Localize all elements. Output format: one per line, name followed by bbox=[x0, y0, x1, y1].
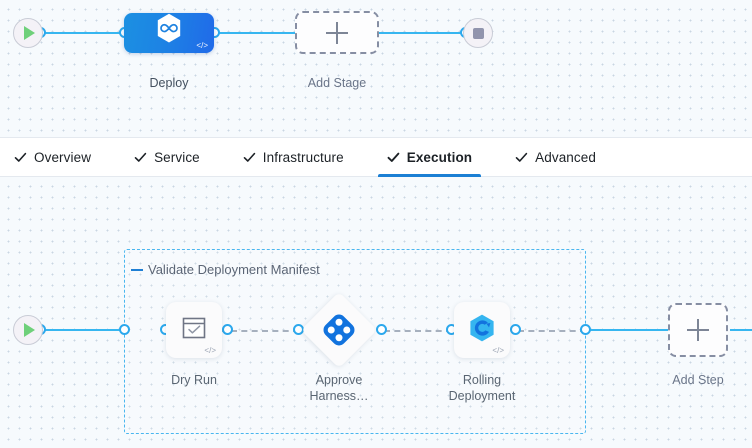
stage-label-deploy: Deploy bbox=[149, 76, 189, 90]
tab-infrastructure[interactable]: Infrastructure bbox=[243, 138, 344, 176]
check-icon bbox=[14, 151, 27, 164]
add-stage-button[interactable] bbox=[295, 11, 379, 54]
approval-diamond-icon bbox=[323, 314, 355, 346]
add-step-label: Add Step bbox=[672, 373, 724, 387]
window-check-icon bbox=[180, 315, 208, 346]
execution-canvas[interactable]: Validate Deployment Manifest </> Dry Run bbox=[0, 177, 752, 448]
port-group-in[interactable] bbox=[119, 324, 130, 335]
edge-group-to-add-step bbox=[588, 329, 668, 331]
execution-start-node[interactable] bbox=[13, 315, 43, 345]
edge-rolling-to-groupout bbox=[518, 330, 586, 332]
edge-add-stage-to-stop bbox=[372, 32, 470, 34]
stage-canvas[interactable]: </> Deploy Add Stage bbox=[0, 0, 752, 137]
check-icon bbox=[243, 151, 256, 164]
step-node-dry-run[interactable]: </> bbox=[166, 302, 222, 358]
step-label-rolling-deployment: Rolling Deployment bbox=[448, 373, 516, 403]
check-icon bbox=[515, 151, 528, 164]
step-group-header[interactable]: Validate Deployment Manifest bbox=[131, 262, 320, 277]
tab-label: Service bbox=[154, 149, 200, 165]
step-label-approve-harness: Approve Harness… bbox=[309, 373, 369, 403]
plus-icon bbox=[326, 21, 348, 44]
check-icon bbox=[134, 151, 147, 164]
rolling-deployment-icon bbox=[467, 313, 497, 348]
stop-square-icon bbox=[472, 27, 484, 39]
add-step-button[interactable] bbox=[668, 303, 728, 357]
edge-dryrun-to-approve bbox=[231, 330, 299, 332]
add-stage-label: Add Stage bbox=[307, 76, 367, 90]
stage-node-deploy[interactable]: </> bbox=[124, 13, 214, 53]
code-mark-icon: </> bbox=[204, 346, 216, 355]
stage-start-node[interactable] bbox=[13, 18, 43, 48]
tab-overview[interactable]: Overview bbox=[14, 138, 91, 176]
tab-label: Overview bbox=[34, 149, 92, 165]
port-group-out[interactable] bbox=[580, 324, 591, 335]
edge-add-step-out bbox=[730, 329, 752, 331]
code-mark-icon: </> bbox=[196, 41, 208, 50]
port-dryrun-out[interactable] bbox=[222, 324, 233, 335]
stage-stop-node[interactable] bbox=[463, 18, 493, 48]
check-icon bbox=[387, 151, 400, 164]
edge-start-to-group bbox=[40, 329, 126, 331]
edge-deploy-to-add-stage bbox=[215, 32, 308, 34]
stage-tab-bar[interactable]: Overview Service Infrastructure Executio… bbox=[0, 137, 752, 177]
minus-icon[interactable] bbox=[131, 268, 143, 271]
tab-advanced[interactable]: Advanced bbox=[515, 138, 596, 176]
edge-approve-to-rolling bbox=[384, 330, 452, 332]
play-icon bbox=[24, 323, 35, 337]
harness-hexagon-infinity-icon bbox=[152, 11, 186, 50]
port-rolling-out[interactable] bbox=[510, 324, 521, 335]
tab-execution[interactable]: Execution bbox=[377, 138, 482, 177]
tab-label: Execution bbox=[406, 149, 473, 165]
tab-service[interactable]: Service bbox=[134, 138, 200, 176]
code-mark-icon: </> bbox=[492, 346, 504, 355]
step-node-rolling-deployment[interactable]: </> bbox=[454, 302, 510, 358]
edge-start-to-deploy bbox=[40, 32, 130, 34]
step-group-title: Validate Deployment Manifest bbox=[148, 262, 320, 277]
plus-icon bbox=[687, 319, 709, 341]
play-icon bbox=[24, 26, 35, 40]
step-label-dry-run: Dry Run bbox=[171, 373, 217, 387]
port-approve-out[interactable] bbox=[376, 324, 387, 335]
tab-label: Advanced bbox=[535, 149, 596, 165]
tab-label: Infrastructure bbox=[262, 149, 344, 165]
